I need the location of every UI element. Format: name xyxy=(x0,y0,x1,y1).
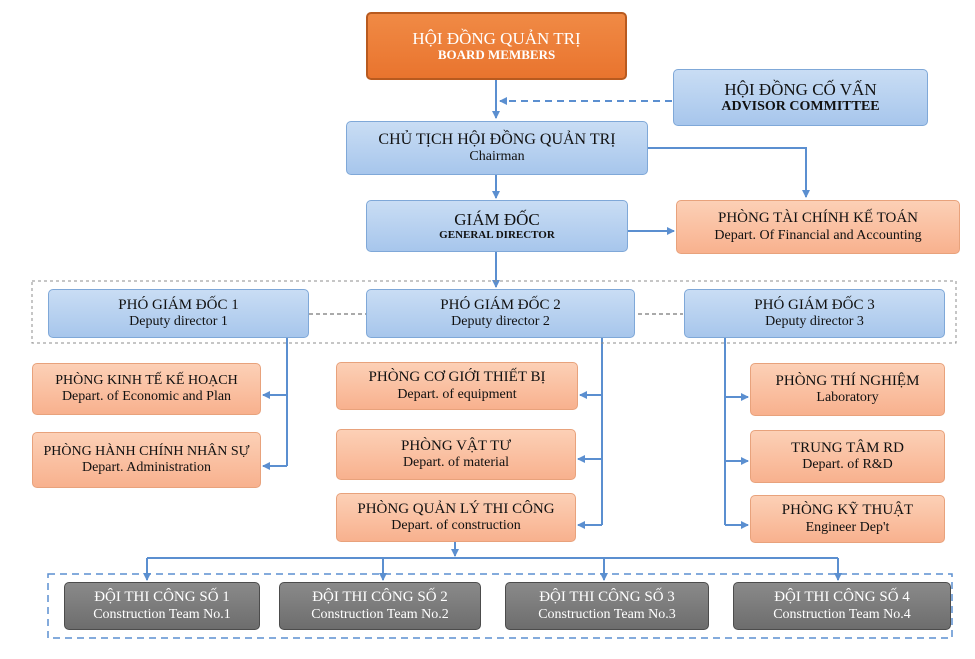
dept-admin-title-vi: PHÒNG HÀNH CHÍNH NHÂN SỰ xyxy=(43,443,250,459)
dept-material-title-vi: PHÒNG VẬT TƯ xyxy=(401,437,511,454)
deputy-3-title-vi: PHÓ GIÁM ĐỐC 3 xyxy=(754,296,875,313)
deputy-director-2-box: PHÓ GIÁM ĐỐC 2 Deputy director 2 xyxy=(366,289,635,338)
dept-lab-title-en: Laboratory xyxy=(816,390,879,406)
advisor-title-en: ADVISOR COMMITTEE xyxy=(721,99,880,115)
construction-team-4-box: ĐỘI THI CÔNG SỐ 4 Construction Team No.4 xyxy=(733,582,951,630)
construction-team-3-box: ĐỘI THI CÔNG SỐ 3 Construction Team No.3 xyxy=(505,582,709,630)
construction-team-1-box: ĐỘI THI CÔNG SỐ 1 Construction Team No.1 xyxy=(64,582,260,630)
deputy-2-title-en: Deputy director 2 xyxy=(451,314,550,330)
chairman-title-vi: CHỦ TỊCH HỘI ĐỒNG QUẢN TRỊ xyxy=(378,130,616,148)
dept-rd-title-en: Depart. of R&D xyxy=(802,457,893,473)
finance-title-en: Depart. Of Financial and Accounting xyxy=(714,227,922,243)
dept-material-title-en: Depart. of material xyxy=(402,455,510,471)
dept-economic-title-en: Depart. of Economic and Plan xyxy=(61,389,232,404)
board-title-en: BOARD MEMBERS xyxy=(437,47,556,63)
director-title-en: GENERAL DIRECTOR xyxy=(439,229,555,242)
team-2-title-en: Construction Team No.2 xyxy=(311,606,449,622)
board-members-box: HỘI ĐỒNG QUẢN TRỊ BOARD MEMBERS xyxy=(366,12,627,80)
team-1-title-vi: ĐỘI THI CÔNG SỐ 1 xyxy=(94,589,230,606)
deputy-director-3-box: PHÓ GIÁM ĐỐC 3 Deputy director 3 xyxy=(684,289,945,338)
deputy-2-title-vi: PHÓ GIÁM ĐỐC 2 xyxy=(440,296,561,313)
dept-equipment-box: PHÒNG CƠ GIỚI THIẾT BỊ Depart. of equipm… xyxy=(336,362,578,410)
deputy-group-frame xyxy=(31,280,957,344)
advisor-title-vi: HỘI ĐỒNG CỐ VẤN xyxy=(724,79,877,99)
team-1-title-en: Construction Team No.1 xyxy=(93,606,231,622)
team-3-title-en: Construction Team No.3 xyxy=(538,606,676,622)
team-4-title-vi: ĐỘI THI CÔNG SỐ 4 xyxy=(774,589,910,606)
dept-construction-title-vi: PHÒNG QUẢN LÝ THI CÔNG xyxy=(357,500,555,517)
dept-engineer-title-en: Engineer Dep't xyxy=(805,519,890,535)
finance-dept-box: PHÒNG TÀI CHÍNH KẾ TOÁN Depart. Of Finan… xyxy=(676,200,960,254)
chairman-box: CHỦ TỊCH HỘI ĐỒNG QUẢN TRỊ Chairman xyxy=(346,121,648,175)
deputy-3-title-en: Deputy director 3 xyxy=(765,314,864,330)
deputy-1-title-en: Deputy director 1 xyxy=(129,314,228,330)
dept-material-box: PHÒNG VẬT TƯ Depart. of material xyxy=(336,429,576,480)
dept-laboratory-box: PHÒNG THÍ NGHIỆM Laboratory xyxy=(750,363,945,416)
board-title-vi: HỘI ĐỒNG QUẢN TRỊ xyxy=(412,28,581,48)
dept-rd-box: TRUNG TÂM RD Depart. of R&D xyxy=(750,430,945,483)
dept-administration-box: PHÒNG HÀNH CHÍNH NHÂN SỰ Depart. Adminis… xyxy=(32,432,261,488)
deputy-1-title-vi: PHÓ GIÁM ĐỐC 1 xyxy=(118,296,239,313)
chairman-title-en: Chairman xyxy=(469,149,525,165)
dept-construction-title-en: Depart. of construction xyxy=(391,518,521,534)
dept-lab-title-vi: PHÒNG THÍ NGHIỆM xyxy=(775,372,920,389)
director-title-vi: GIÁM ĐỐC xyxy=(454,209,540,229)
finance-title-vi: PHÒNG TÀI CHÍNH KẾ TOÁN xyxy=(717,210,918,227)
dept-economic-title-vi: PHÒNG KINH TẾ KẾ HOẠCH xyxy=(55,372,238,388)
general-director-box: GIÁM ĐỐC GENERAL DIRECTOR xyxy=(366,200,628,252)
dept-construction-box: PHÒNG QUẢN LÝ THI CÔNG Depart. of constr… xyxy=(336,493,576,542)
construction-team-2-box: ĐỘI THI CÔNG SỐ 2 Construction Team No.2 xyxy=(279,582,481,630)
dept-equipment-title-vi: PHÒNG CƠ GIỚI THIẾT BỊ xyxy=(368,369,546,386)
dept-engineer-title-vi: PHÒNG KỸ THUẬT xyxy=(781,502,914,519)
team-2-title-vi: ĐỘI THI CÔNG SỐ 2 xyxy=(312,589,448,606)
dept-admin-title-en: Depart. Administration xyxy=(81,460,212,475)
team-3-title-vi: ĐỘI THI CÔNG SỐ 3 xyxy=(539,589,675,606)
team-group-frame xyxy=(47,573,953,639)
advisor-committee-box: HỘI ĐỒNG CỐ VẤN ADVISOR COMMITTEE xyxy=(673,69,928,126)
dept-equipment-title-en: Depart. of equipment xyxy=(397,386,517,402)
deputy-director-1-box: PHÓ GIÁM ĐỐC 1 Deputy director 1 xyxy=(48,289,309,338)
connector-chairman-finance xyxy=(648,147,810,198)
dept-rd-title-vi: TRUNG TÂM RD xyxy=(790,439,905,456)
dept-engineer-box: PHÒNG KỸ THUẬT Engineer Dep't xyxy=(750,495,945,543)
team-4-title-en: Construction Team No.4 xyxy=(773,606,911,622)
dept-economic-plan-box: PHÒNG KINH TẾ KẾ HOẠCH Depart. of Econom… xyxy=(32,363,261,415)
